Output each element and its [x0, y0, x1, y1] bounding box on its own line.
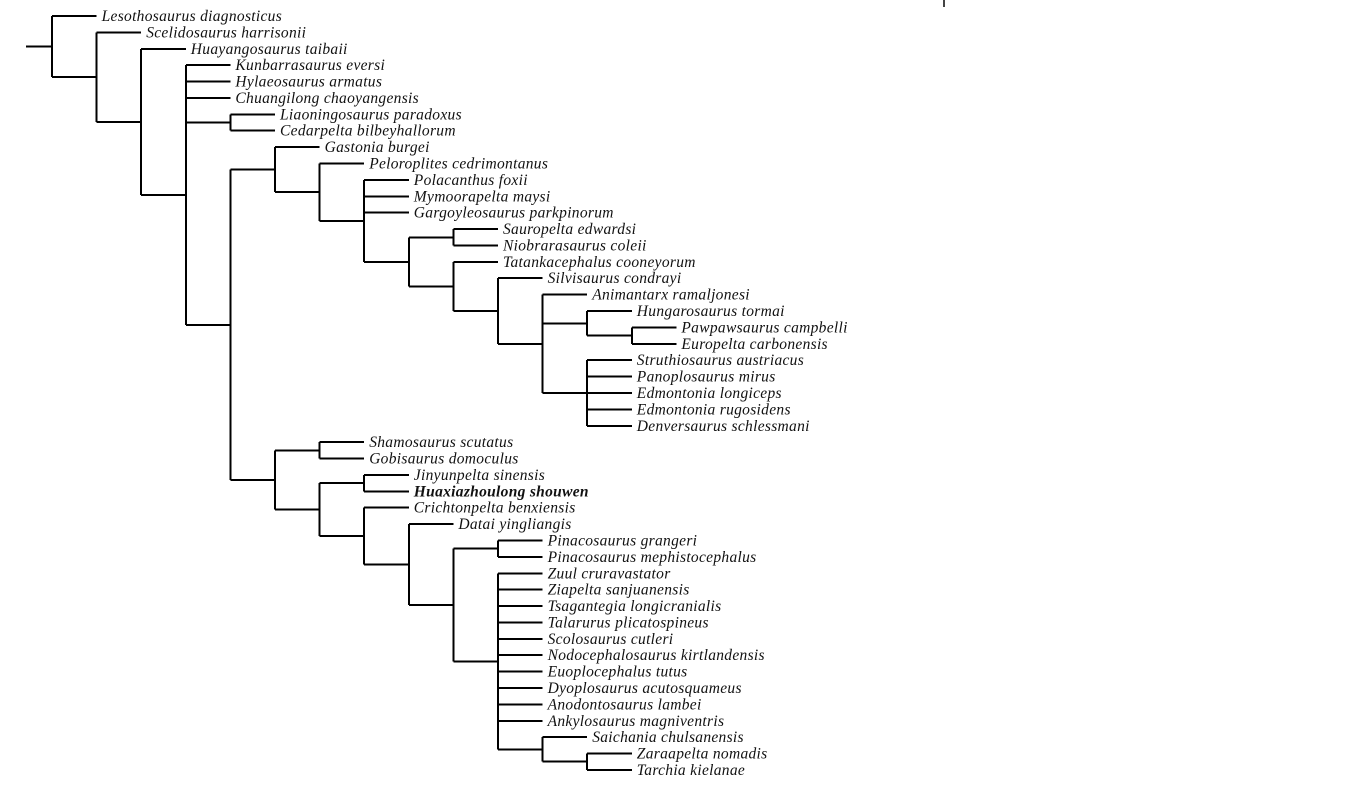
taxon-label: Europelta carbonensis: [680, 336, 828, 353]
taxon-label: Jinyunpelta sinensis: [414, 467, 545, 484]
taxon-label: Edmontonia longiceps: [636, 385, 782, 402]
taxon-label: Gargoyleosaurus parkpinorum: [414, 205, 614, 222]
taxon-label: Hungarosaurus tormai: [636, 303, 785, 320]
taxon-label: Nodocephalosaurus kirtlandensis: [547, 647, 765, 664]
taxon-label: Zaraapelta nomadis: [637, 746, 768, 763]
taxon-label: Kunbarrasaurus eversi: [234, 57, 385, 74]
taxon-label: Peloroplites cedrimontanus: [368, 156, 548, 173]
taxon-label: Cedarpelta bilbeyhallorum: [280, 123, 456, 140]
tree-branches: [26, 15, 677, 771]
taxon-label: Ankylosaurus magniventris: [547, 713, 725, 730]
taxon-label: Polacanthus foxii: [413, 172, 528, 189]
taxon-label: Datai yingliangis: [457, 516, 571, 533]
taxon-label: Talarurus plicatospineus: [548, 614, 709, 631]
taxon-label: Gobisaurus domoculus: [369, 451, 518, 468]
taxon-label: Scolosaurus cutleri: [548, 631, 674, 648]
taxon-label: Chuangilong chaoyangensis: [235, 90, 419, 107]
taxon-label: Zuul cruravastator: [548, 565, 672, 582]
taxon-label: Pinacosaurus mephistocephalus: [547, 549, 757, 566]
taxon-label: Silvisaurus condrayi: [548, 270, 682, 287]
taxon-label: Animantarx ramaljonesi: [591, 287, 750, 304]
taxon-label: Shamosaurus scutatus: [369, 434, 513, 451]
taxon-label: Saichania chulsanensis: [592, 729, 744, 746]
taxon-label: Gastonia burgei: [325, 139, 430, 156]
taxon-label: Ziapelta sanjuanensis: [548, 582, 690, 599]
taxon-label: Tatankacephalus cooneyorum: [503, 254, 696, 271]
taxon-label: Hylaeosaurus armatus: [234, 74, 382, 91]
taxon-label: Panoplosaurus mirus: [636, 369, 776, 386]
taxon-label: Pinacosaurus grangeri: [547, 532, 698, 549]
taxon-label: Tarchia kielanae: [637, 762, 745, 779]
taxon-label: Liaoningosaurus paradoxus: [279, 106, 462, 123]
taxon-label: Tsagantegia longicranialis: [548, 598, 722, 615]
taxon-label: Huayangosaurus taibaii: [190, 41, 348, 58]
taxon-label: Anodontosaurus lambei: [547, 696, 702, 713]
taxon-label: Dyoplosaurus acutosquameus: [547, 680, 742, 697]
taxon-label: Struthiosaurus austriacus: [637, 352, 804, 369]
taxon-label: Pawpawsaurus campbelli: [680, 319, 847, 336]
taxon-label: Lesothosaurus diagnosticus: [101, 8, 282, 25]
taxon-label: Scelidosaurus harrisonii: [146, 24, 306, 41]
taxon-label: Huaxiazhoulong shouwen: [413, 483, 589, 500]
taxon-label: Crichtonpelta benxiensis: [414, 500, 576, 517]
taxon-label: Denversaurus schlessmani: [636, 418, 810, 435]
taxon-label: Euoplocephalus tutus: [547, 664, 688, 681]
taxon-label: Mymoorapelta maysi: [413, 188, 551, 205]
taxon-label: Edmontonia rugosidens: [636, 401, 791, 418]
taxon-label: Niobrarasaurus coleii: [502, 237, 647, 254]
taxon-label: Sauropelta edwardsi: [503, 221, 636, 238]
